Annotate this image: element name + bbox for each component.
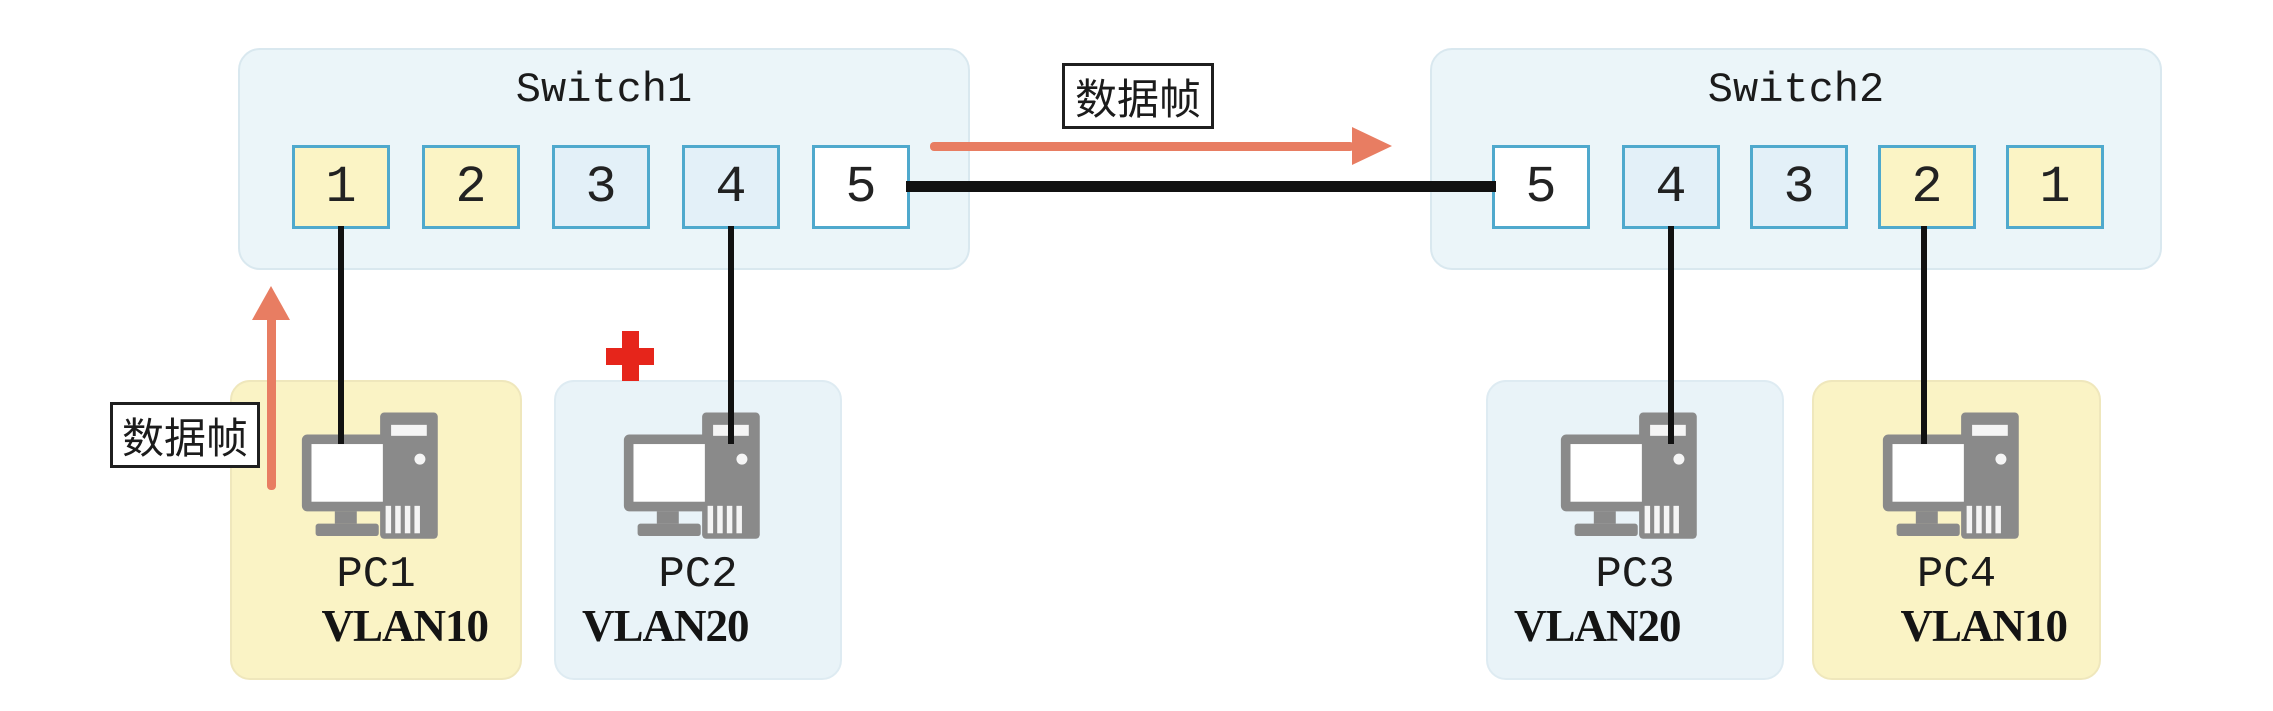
pc-desktop-icon	[1882, 412, 2019, 539]
pc-desktop-icon	[1560, 412, 1697, 539]
switch1-title: Switch1	[515, 66, 693, 114]
switch2-title: Switch2	[1707, 66, 1885, 114]
switch2-port-3: 3	[1750, 145, 1848, 229]
pc1-vlan-label: VLAN10	[321, 601, 489, 651]
pc3-name: PC3	[1595, 550, 1675, 600]
cable-port1-pc1	[338, 226, 344, 444]
switch1-port-4: 4	[682, 145, 780, 229]
pc4-vlan-label: VLAN10	[1900, 601, 2068, 651]
trunk-link-line	[906, 181, 1496, 192]
switch2-port-5: 5	[1492, 145, 1590, 229]
pc4-name: PC4	[1916, 550, 1997, 600]
pc-desktop-icon	[623, 412, 760, 539]
data-frame-arrow-up	[267, 316, 276, 490]
pc2-vlan-label: VLAN20	[582, 601, 750, 651]
pc1-box: PC1 VLAN10	[230, 380, 522, 680]
switch2-port-2: 2	[1878, 145, 1976, 229]
switch1-port-2: 2	[422, 145, 520, 229]
data-frame-arrow-right	[930, 142, 1354, 151]
pc1-name: PC1	[336, 550, 416, 600]
pc3-box: PC3 VLAN20	[1486, 380, 1784, 680]
arrow-up-head-icon	[252, 286, 290, 320]
switch2-port-4: 4	[1622, 145, 1720, 229]
switch1-port-1: 1	[292, 145, 390, 229]
data-frame-label-left: 数据帧	[110, 402, 260, 468]
pc2-name: PC2	[658, 550, 738, 600]
switch1-port-3: 3	[552, 145, 650, 229]
cable-port4-pc3	[1668, 226, 1674, 444]
pc3-vlan-label: VLAN20	[1514, 601, 1682, 651]
pc-desktop-icon	[301, 412, 438, 539]
blocked-cross-icon	[606, 331, 654, 381]
cable-port2-pc4	[1921, 226, 1927, 444]
arrow-right-head-icon	[1352, 127, 1392, 165]
data-frame-label-top: 数据帧	[1062, 63, 1214, 129]
pc2-box: PC2 VLAN20	[554, 380, 842, 680]
switch2-port-1: 1	[2006, 145, 2104, 229]
pc4-box: PC4 VLAN10	[1812, 380, 2101, 680]
cable-port4-pc2	[728, 226, 734, 444]
switch1-port-5: 5	[812, 145, 910, 229]
